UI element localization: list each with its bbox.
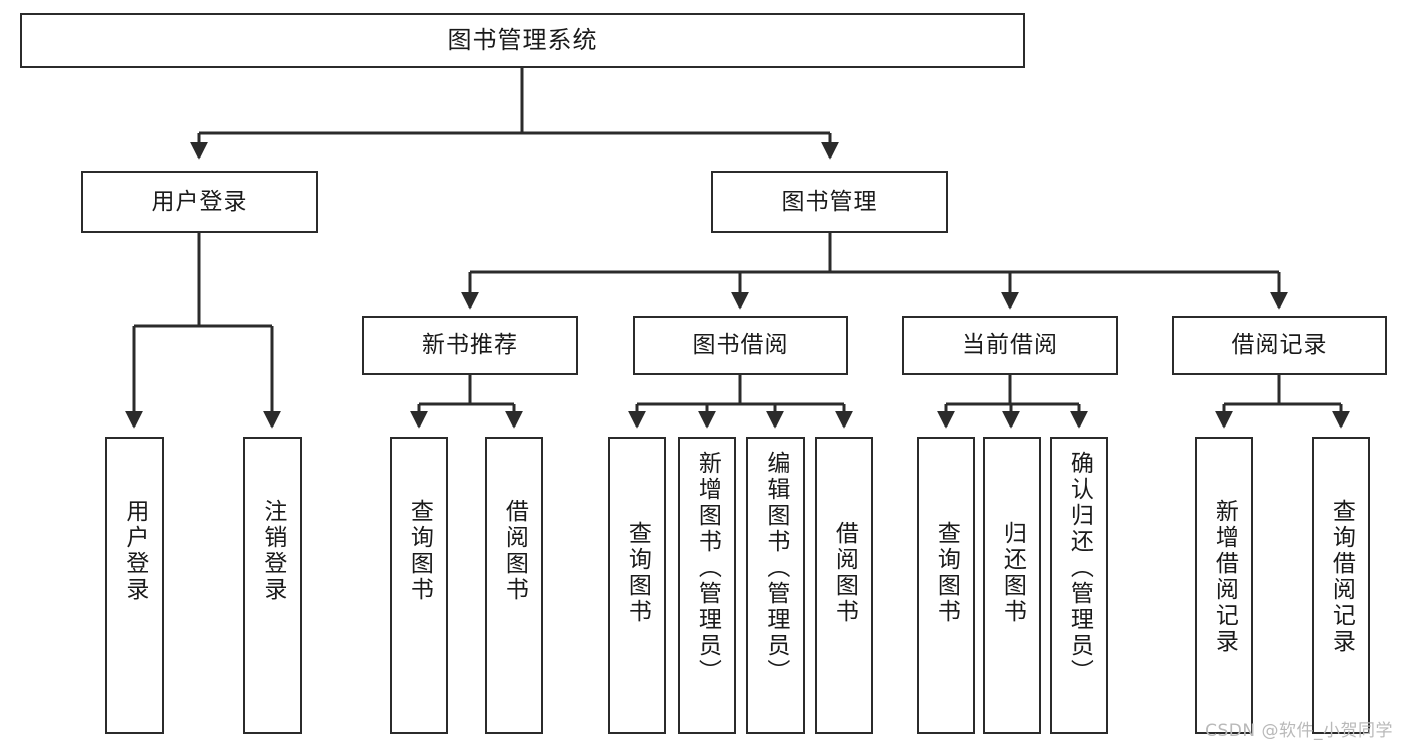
leaf-logout-label: 注销登录 — [259, 499, 286, 603]
leaf-add-book-admin-label: 新增图书（管理员） — [694, 451, 721, 685]
leaf-return-book[interactable]: 归还图书 — [983, 437, 1041, 734]
leaf-borrow-book-recommend[interactable]: 借阅图书 — [485, 437, 543, 734]
node-new-book-recommend-label: 新书推荐 — [422, 332, 518, 359]
node-user-login-label: 用户登录 — [151, 188, 248, 215]
node-root-label: 图书管理系统 — [447, 25, 598, 54]
leaf-borrow-book-label: 借阅图书 — [831, 521, 858, 625]
leaf-borrow-book[interactable]: 借阅图书 — [815, 437, 873, 734]
leaf-query-borrow-record-label: 查询借阅记录 — [1328, 499, 1355, 655]
leaf-query-book-borrow[interactable]: 查询图书 — [608, 437, 666, 734]
node-root[interactable]: 图书管理系统 — [20, 13, 1025, 68]
leaf-query-book-current[interactable]: 查询图书 — [917, 437, 975, 734]
leaf-return-book-label: 归还图书 — [999, 521, 1026, 625]
node-book-borrow-label: 图书借阅 — [692, 332, 789, 359]
node-borrow-record[interactable]: 借阅记录 — [1172, 316, 1387, 375]
leaf-user-login[interactable]: 用户登录 — [105, 437, 164, 734]
node-book-management-label: 图书管理 — [781, 188, 878, 215]
leaf-edit-book-admin-label: 编辑图书（管理员） — [762, 451, 789, 685]
leaf-query-book-recommend[interactable]: 查询图书 — [390, 437, 448, 734]
leaf-query-book-borrow-label: 查询图书 — [624, 521, 651, 625]
leaf-logout[interactable]: 注销登录 — [243, 437, 302, 734]
leaf-query-book-current-label: 查询图书 — [933, 521, 960, 625]
leaf-add-borrow-record[interactable]: 新增借阅记录 — [1195, 437, 1253, 734]
node-current-borrow[interactable]: 当前借阅 — [902, 316, 1118, 375]
leaf-query-borrow-record[interactable]: 查询借阅记录 — [1312, 437, 1370, 734]
leaf-confirm-return-admin[interactable]: 确认归还（管理员） — [1050, 437, 1108, 734]
node-user-login[interactable]: 用户登录 — [81, 171, 318, 233]
leaf-query-book-recommend-label: 查询图书 — [406, 499, 433, 603]
leaf-edit-book-admin[interactable]: 编辑图书（管理员） — [746, 437, 805, 734]
leaf-add-borrow-record-label: 新增借阅记录 — [1211, 499, 1238, 655]
node-book-borrow[interactable]: 图书借阅 — [633, 316, 848, 375]
leaf-confirm-return-admin-label: 确认归还（管理员） — [1066, 451, 1093, 685]
leaf-borrow-book-recommend-label: 借阅图书 — [501, 499, 528, 603]
leaf-add-book-admin[interactable]: 新增图书（管理员） — [678, 437, 736, 734]
node-book-management[interactable]: 图书管理 — [711, 171, 948, 233]
node-new-book-recommend[interactable]: 新书推荐 — [362, 316, 578, 375]
leaf-user-login-label: 用户登录 — [121, 499, 148, 603]
node-current-borrow-label: 当前借阅 — [962, 332, 1058, 359]
node-borrow-record-label: 借阅记录 — [1231, 332, 1328, 359]
